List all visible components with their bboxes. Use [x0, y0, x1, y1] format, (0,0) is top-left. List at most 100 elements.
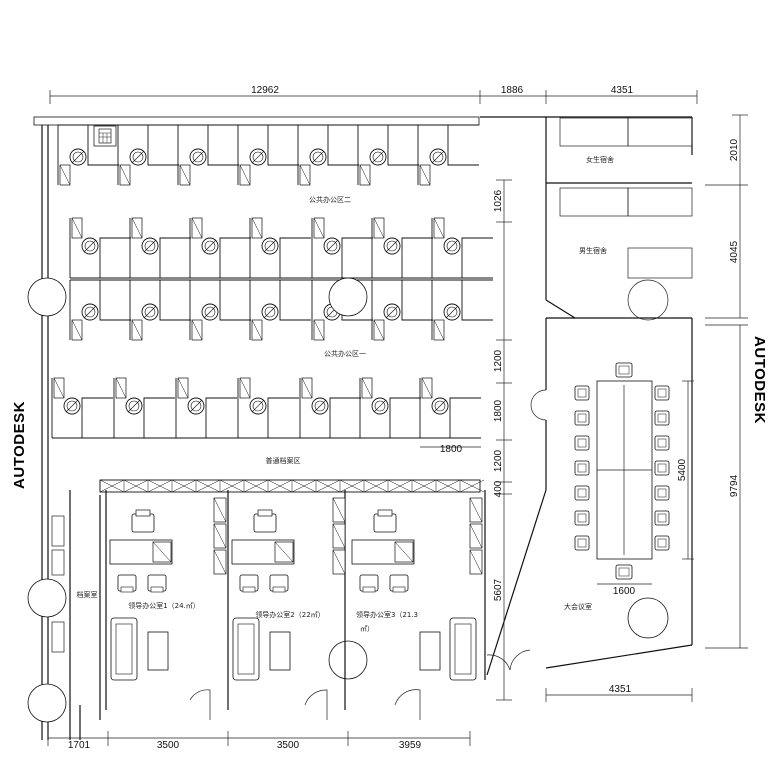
office-chair-icon [81, 303, 99, 321]
dim-mid-2: 1200 [493, 349, 504, 372]
office-chair-icon [189, 148, 207, 166]
middle-dimension-lines: 1026 1200 1800 1200 400 5607 1800 [420, 179, 512, 701]
office-chair-icon [261, 303, 279, 321]
office-chair-icon [389, 574, 409, 593]
office-chair-icon [125, 397, 143, 415]
dim-meeting-table-length: 5400 [677, 458, 688, 481]
office-chair-icon [574, 385, 590, 401]
room-leader-office-3-unit: ㎡） [360, 625, 374, 633]
dim-mid-6: 5607 [493, 578, 504, 601]
office-chair-icon [323, 237, 341, 255]
workstation [129, 279, 191, 341]
dim-mid-3: 1800 [493, 399, 504, 422]
office-chair-icon [249, 397, 267, 415]
office-chair-icon [615, 362, 633, 378]
workstation [419, 377, 481, 439]
workstation [51, 377, 113, 439]
office-chair-icon [654, 460, 670, 476]
dim-bottom-3: 3500 [277, 740, 300, 751]
room-leader-office-2: 领导办公室2（22㎡） [255, 610, 324, 619]
office-chair-icon [141, 303, 159, 321]
office-chair-icon [131, 509, 155, 533]
meeting-room: 5400 1600 大会议室 [564, 362, 694, 611]
workstation [311, 217, 373, 279]
office-chair-icon [574, 435, 590, 451]
meeting-bottom-dimension: 4351 [545, 684, 693, 702]
office-chair-icon [383, 237, 401, 255]
right-dimension-lines: 2010 4045 9794 [705, 114, 748, 649]
workstation [359, 377, 421, 439]
dim-bottom-2: 3500 [157, 740, 180, 751]
dim-meeting-bottom: 4351 [609, 684, 632, 695]
bottom-dimension-line: 1701 3500 3500 3959 [47, 731, 471, 751]
workstation [129, 217, 191, 279]
office-chair-icon [654, 510, 670, 526]
office-chair-icon [253, 509, 277, 533]
office-chair-icon [574, 410, 590, 426]
office-chair-icon [239, 574, 259, 593]
office-chair-icon [431, 397, 449, 415]
workstation [237, 124, 299, 186]
dorm-area: 女生宿舍 男生宿舍 [546, 117, 693, 321]
door-icon [189, 389, 547, 720]
office-chair-icon [201, 303, 219, 321]
office-chair-icon [654, 410, 670, 426]
office-chair-icon [63, 397, 81, 415]
office-chair-icon [129, 148, 147, 166]
workstation [297, 124, 359, 186]
office-chair-icon [359, 574, 379, 593]
office-chair-icon [269, 574, 289, 593]
brand-left: AUTODESK [11, 401, 28, 489]
office-chair-icon [141, 237, 159, 255]
office-chair-icon [311, 397, 329, 415]
dim-bottom-4: 3959 [399, 740, 422, 751]
workstation [175, 377, 237, 439]
sofa-icon [449, 617, 477, 681]
office-chair-icon [371, 397, 389, 415]
office-chair-icon [187, 397, 205, 415]
workstation [371, 217, 433, 279]
workstation [371, 279, 433, 341]
dim-mid-4: 1200 [493, 449, 504, 472]
dim-right-2: 4045 [729, 240, 740, 263]
office-chair-icon [117, 574, 137, 593]
office-chair-icon [309, 148, 327, 166]
office-chair-icon [383, 303, 401, 321]
workstation-row-middle-lower [69, 279, 493, 341]
office-chair-icon [574, 460, 590, 476]
office-chair-icon [574, 485, 590, 501]
office-chair-icon [574, 535, 590, 551]
columns [27, 277, 669, 723]
workstation [417, 124, 479, 186]
dim-bottom-1: 1701 [68, 740, 91, 751]
room-leader-office-1: 领导办公室1（24.㎡） [128, 601, 200, 610]
workstation [357, 124, 419, 186]
office-chair-icon [261, 237, 279, 255]
workstation [249, 217, 311, 279]
workstation [117, 124, 179, 186]
workstation [69, 217, 131, 279]
office-chair-icon [249, 148, 267, 166]
room-public-office-2: 公共办公区二 [309, 195, 351, 204]
dim-meeting-table-width: 1600 [613, 586, 636, 597]
dim-top-3: 4351 [611, 85, 634, 96]
office-chair-icon [654, 385, 670, 401]
workstation-row-middle-upper [69, 217, 493, 279]
workstation [299, 377, 361, 439]
calculator-icon [93, 125, 117, 147]
room-female-dorm: 女生宿舍 [586, 155, 614, 164]
top-dimension-line: 12962 1886 4351 [49, 85, 698, 104]
dim-mid-1: 1026 [493, 189, 504, 212]
dim-top-2: 1886 [501, 85, 524, 96]
office-chair-icon [201, 237, 219, 255]
workstation [431, 217, 493, 279]
leader-offices: 档案室 [51, 490, 486, 710]
office-chair-icon [147, 574, 167, 593]
office-chair-icon [69, 148, 87, 166]
workstation [189, 217, 251, 279]
sofa-icon [110, 617, 138, 681]
workstation-row-bottom [51, 377, 481, 439]
room-meeting: 大会议室 [564, 602, 592, 611]
